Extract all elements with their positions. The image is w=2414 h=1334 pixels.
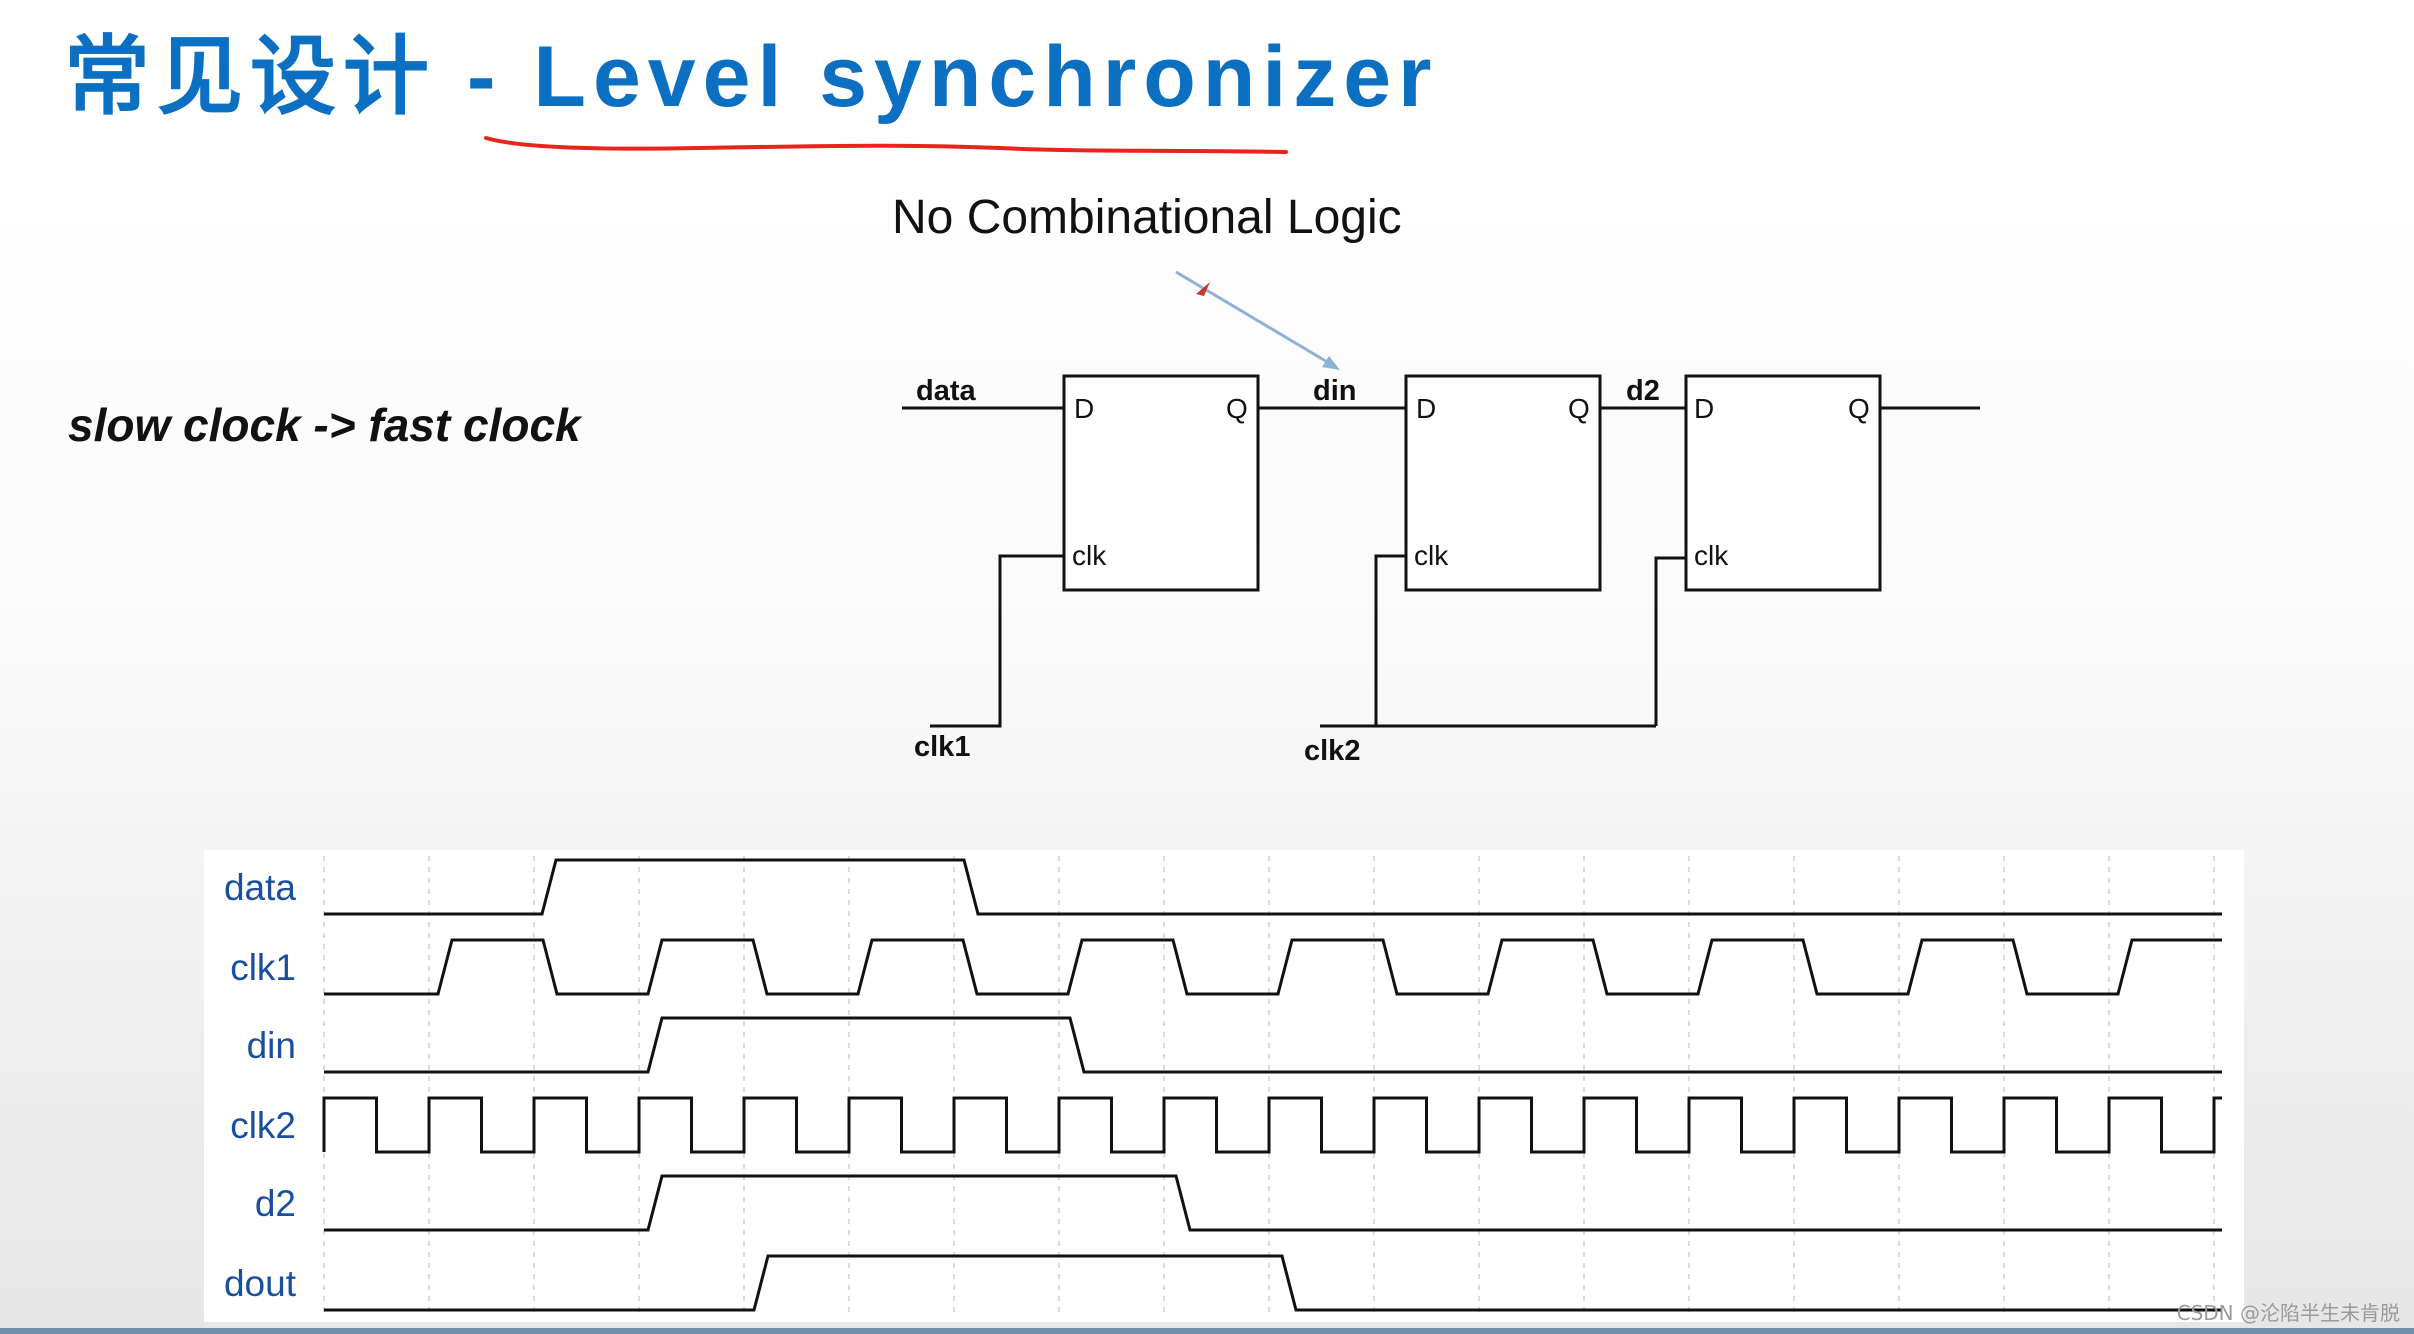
ff1-clk-label: clk <box>1072 540 1107 571</box>
title-underline <box>484 136 1288 154</box>
wave-dout <box>324 1254 2222 1312</box>
circuit-schematic <box>902 374 1980 728</box>
bottom-strip <box>0 1328 2414 1334</box>
net-clk1-label: clk1 <box>914 731 970 763</box>
net-data-label: data <box>916 375 977 407</box>
flip-flop-3 <box>1684 374 1882 592</box>
timing-label-d2: d2 <box>255 1183 296 1224</box>
net-d2-label: d2 <box>1626 375 1660 407</box>
ff3-q-label: Q <box>1848 393 1870 424</box>
page-title: 常见设计 - Level synchronizer <box>64 29 1439 125</box>
annotation-text: No Combinational Logic <box>892 191 1402 244</box>
timing-label-clk2: clk2 <box>230 1105 296 1146</box>
wire-clk1 <box>930 554 1064 728</box>
direction-subtitle: slow clock -> fast clock <box>68 399 581 451</box>
wave-clk2 <box>322 1096 2222 1154</box>
timing-diagram: data clk1 din clk2 d2 dout <box>204 850 2244 1322</box>
flip-flop-1 <box>1062 374 1260 592</box>
annotation-arrow <box>1175 270 1340 370</box>
ff3-d-label: D <box>1694 393 1714 424</box>
wire-clk2-ff2 <box>1374 554 1406 726</box>
net-clk2-label: clk2 <box>1304 735 1360 767</box>
ff1-d-label: D <box>1074 393 1094 424</box>
ff2-q-label: Q <box>1568 393 1590 424</box>
timing-label-dout: dout <box>224 1263 297 1304</box>
ff3-clk-label: clk <box>1694 540 1729 571</box>
ff1-q-label: Q <box>1226 393 1248 424</box>
wave-din <box>324 1016 2222 1074</box>
net-din-label: din <box>1313 375 1357 407</box>
ff2-clk-label: clk <box>1414 540 1449 571</box>
ff2-d-label: D <box>1416 393 1436 424</box>
timing-label-data: data <box>224 867 296 908</box>
wave-data <box>324 858 2222 916</box>
timing-label-clk1: clk1 <box>230 947 296 988</box>
wave-d2 <box>324 1174 2222 1232</box>
flip-flop-2 <box>1404 374 1602 592</box>
watermark: CSDN @沦陷半生未肯脱 <box>2176 1301 2400 1325</box>
wire-clk2-ff3 <box>1654 556 1686 726</box>
wave-clk1 <box>324 938 2222 996</box>
timing-label-din: din <box>247 1025 296 1066</box>
timing-panel <box>204 850 2244 1322</box>
